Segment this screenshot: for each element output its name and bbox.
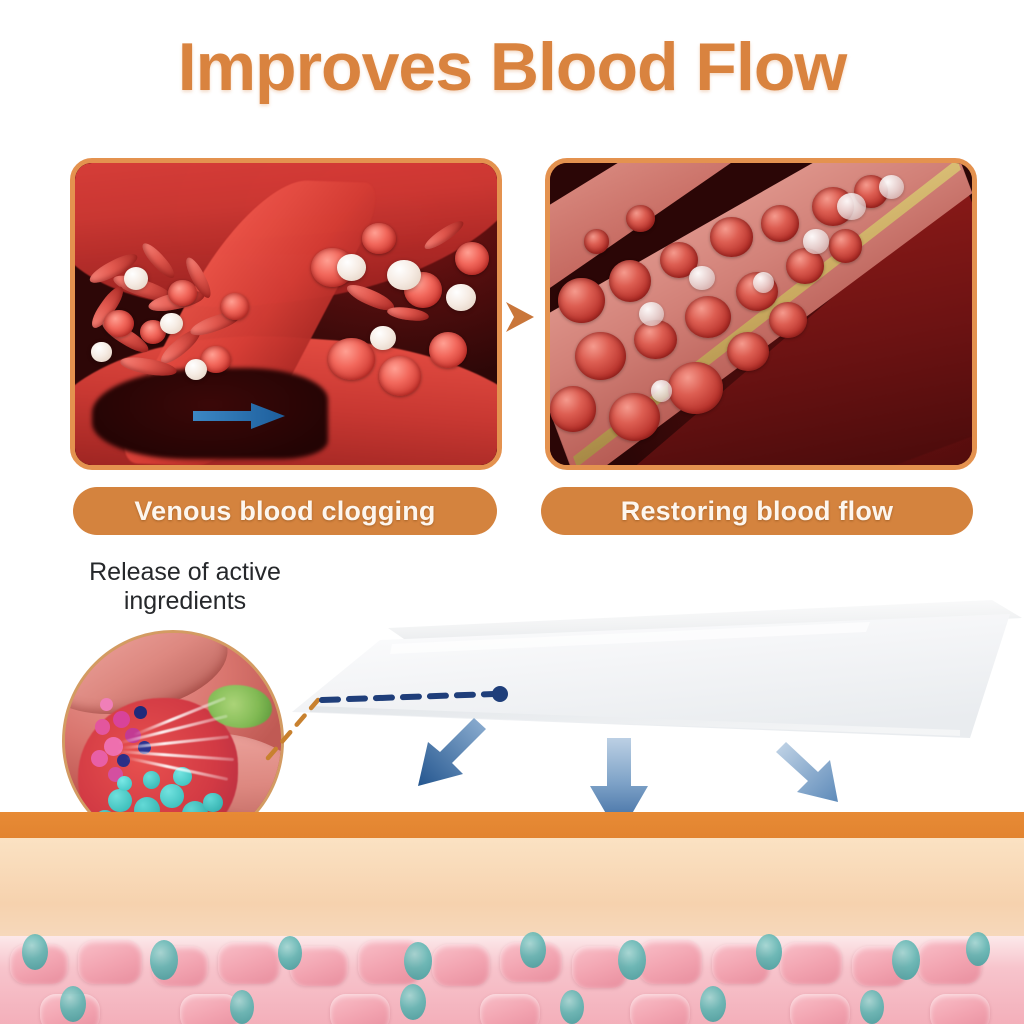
healthy-vessel-illustration (550, 163, 972, 465)
comparison-panel-after (545, 158, 977, 470)
clogged-vein-illustration (75, 163, 497, 465)
caption-pill-after: Restoring blood flow (541, 487, 973, 535)
skin-cross-section (0, 812, 1024, 1024)
page-title: Improves Blood Flow (177, 29, 848, 105)
active-ingredient-cluster (207, 684, 273, 729)
release-callout-label: Release of active ingredients (89, 558, 281, 615)
caption-pill-before: Venous blood clogging (73, 487, 497, 535)
flow-direction-arrow-icon (193, 402, 286, 429)
comparison-panel-before (70, 158, 502, 470)
subcutaneous-cells (0, 916, 1024, 1024)
chevron-right-icon (500, 296, 540, 338)
transdermal-patch (270, 588, 1024, 758)
blood-clot-cluster (79, 239, 282, 408)
